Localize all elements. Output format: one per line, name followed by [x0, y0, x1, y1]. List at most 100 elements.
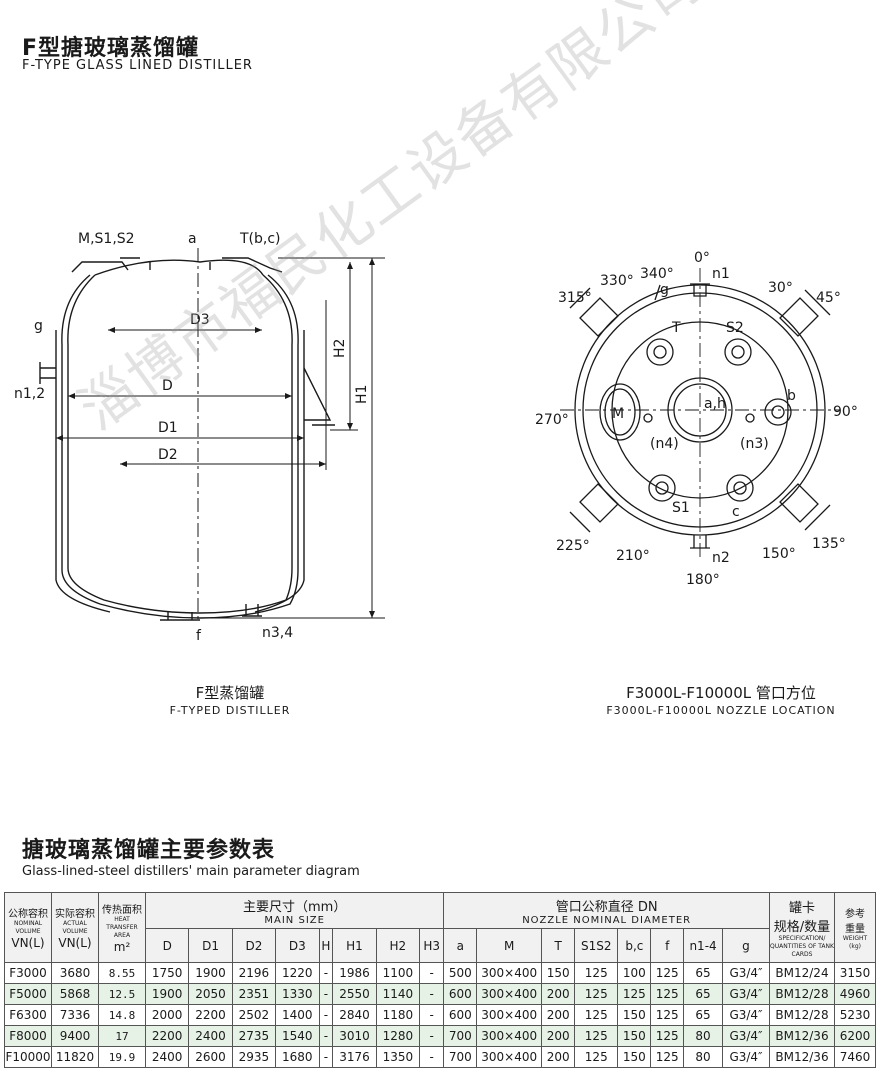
- label-n4: (n4): [650, 436, 679, 452]
- label-deg-210: 210°: [616, 548, 650, 564]
- table-cell: 125: [650, 1025, 685, 1047]
- table-cell: BM12/24: [769, 962, 835, 984]
- page-title: F型搪玻璃蒸馏罐: [22, 36, 200, 61]
- table-cell: BM12/28: [769, 983, 835, 1005]
- table-cell: G3/4″: [721, 1046, 771, 1068]
- table-cell: 1330: [275, 983, 320, 1005]
- table-cell: G3/4″: [721, 983, 771, 1005]
- label-g-nozzle: g: [660, 282, 669, 298]
- label-s1: S1: [672, 500, 690, 516]
- label-n3: (n3): [740, 436, 769, 452]
- label-deg-90: 90°: [833, 404, 858, 420]
- table-cell: 300×400: [476, 1025, 543, 1047]
- label-g: g: [34, 318, 43, 334]
- table-cell: 200: [541, 1004, 576, 1026]
- table-cell: 700: [443, 1025, 478, 1047]
- table-cell: BM12/36: [769, 1025, 835, 1047]
- table-cell: 3680: [51, 962, 99, 984]
- table-cell: 7460: [834, 1046, 876, 1068]
- table-cell: 300×400: [476, 983, 543, 1005]
- label-deg-0: 0°: [694, 250, 710, 266]
- header-actual-volume: 实际容积 ACTUAL VOLUME VN(L): [51, 892, 99, 963]
- table-cell: 1100: [375, 962, 421, 984]
- vessel-section-drawing: [39, 257, 335, 621]
- table-cell: 2050: [188, 983, 233, 1005]
- label-deg-315: 315°: [558, 290, 592, 306]
- table-cell: 2000: [144, 1004, 190, 1026]
- table-cell: F3000: [4, 962, 52, 984]
- label-d: D: [162, 378, 173, 394]
- table-cell: 1986: [332, 962, 377, 984]
- label-s2: S2: [726, 320, 744, 336]
- table-cell: 2600: [188, 1046, 233, 1068]
- label-h1: H1: [354, 385, 370, 404]
- table-cell: -: [318, 1046, 334, 1068]
- table-cell: 1180: [375, 1004, 421, 1026]
- table-cell: 125: [574, 1004, 619, 1026]
- table-cell: 5230: [834, 1004, 876, 1026]
- page-subtitle: F-TYPE GLASS LINED DISTILLER: [22, 58, 253, 73]
- table-cell: 3010: [332, 1025, 377, 1047]
- table-cell: 4960: [834, 983, 876, 1005]
- subheader-n1-4: n1-4: [683, 928, 723, 963]
- header-main-size: 主要尺寸（mm） MAIN SIZE: [144, 892, 445, 929]
- table-cell: G3/4″: [721, 962, 771, 984]
- table-cell: 1900: [144, 983, 190, 1005]
- label-b: b: [787, 388, 796, 404]
- label-ah: a,h: [704, 396, 726, 412]
- table-cell: 700: [443, 1046, 478, 1068]
- table-cell: 8.55: [98, 962, 146, 984]
- label-n12: n1,2: [14, 386, 45, 402]
- subheader-d2: D2: [231, 928, 277, 963]
- label-deg-270: 270°: [535, 412, 569, 428]
- table-cell: 500: [443, 962, 478, 984]
- table-cell: G3/4″: [721, 1025, 771, 1047]
- table-cell: 125: [650, 1004, 685, 1026]
- table-cell: 11820: [51, 1046, 99, 1068]
- label-deg-135: 135°: [812, 536, 846, 552]
- table-cell: -: [318, 962, 334, 984]
- subheader-s1s2: S1S2: [574, 928, 619, 963]
- table-cell: 150: [617, 1046, 652, 1068]
- table-cell: -: [419, 983, 445, 1005]
- table-cell: 2400: [144, 1046, 190, 1068]
- table-cell: BM12/28: [769, 1004, 835, 1026]
- table-cell: BM12/36: [769, 1046, 835, 1068]
- table-cell: 1680: [275, 1046, 320, 1068]
- table-cell: F6300: [4, 1004, 52, 1026]
- subheader-f: f: [650, 928, 685, 963]
- table-cell: 125: [574, 962, 619, 984]
- subheader-h: H: [318, 928, 334, 963]
- table-cell: 200: [541, 983, 576, 1005]
- label-deg-45: 45°: [816, 290, 841, 306]
- label-tbc: T(b,c): [239, 231, 281, 247]
- table-cell: 125: [617, 983, 652, 1005]
- table-cell: F10000: [4, 1046, 52, 1068]
- table-cell: 80: [683, 1046, 723, 1068]
- label-c: c: [732, 504, 740, 520]
- subheader-g: g: [721, 928, 771, 963]
- table-cell: 2935: [231, 1046, 277, 1068]
- label-h2: H2: [332, 339, 348, 358]
- label-n2: n2: [712, 550, 730, 566]
- table-cell: 17: [98, 1025, 146, 1047]
- subheader-h2: H2: [375, 928, 421, 963]
- label-deg-150: 150°: [762, 546, 796, 562]
- section-subtitle: Glass-lined-steel distillers' main param…: [22, 864, 360, 879]
- table-cell: 6200: [834, 1025, 876, 1047]
- parameter-table: 公称容积 NOMINAL VOLUME VN(L) 实际容积 ACTUAL VO…: [4, 892, 876, 1068]
- table-cell: 2840: [332, 1004, 377, 1026]
- table-cell: 300×400: [476, 962, 543, 984]
- table-cell: 600: [443, 983, 478, 1005]
- label-deg-340: 340°: [640, 266, 674, 282]
- table-cell: 150: [617, 1004, 652, 1026]
- label-d3: D3: [190, 312, 210, 328]
- table-cell: 1540: [275, 1025, 320, 1047]
- table-cell: 2550: [332, 983, 377, 1005]
- table-cell: -: [419, 962, 445, 984]
- label-deg-180: 180°: [686, 572, 720, 588]
